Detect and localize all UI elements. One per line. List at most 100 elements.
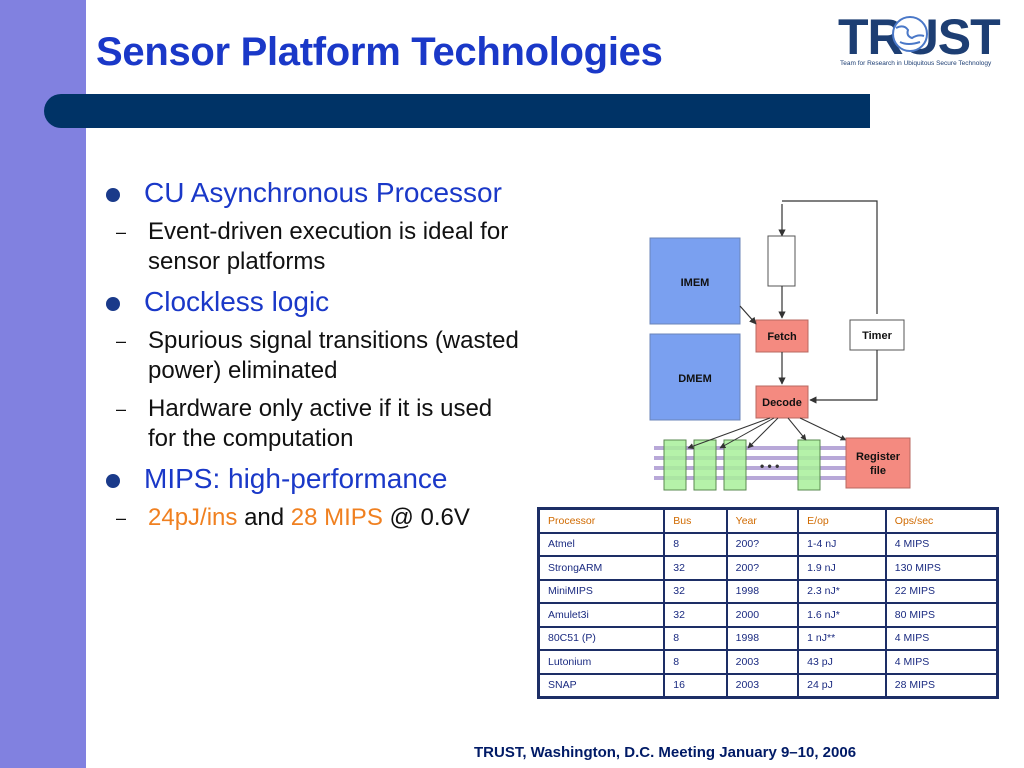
energy-value: 24pJ/ins xyxy=(148,504,238,531)
imem-block xyxy=(649,237,741,325)
table-row: SNAP 16 2003 24 pJ 28 MIPS xyxy=(537,672,999,699)
mips-value: 28 MIPS xyxy=(290,504,383,531)
table-cell: 8 xyxy=(663,625,728,651)
timer-decode-arrow xyxy=(809,350,878,404)
bullet-item: CU Asynchronous Processor xyxy=(104,176,524,209)
dash-marker: – xyxy=(116,331,127,351)
bus-line xyxy=(654,466,874,470)
table-cell: SNAP xyxy=(537,672,666,699)
timer-loop-line xyxy=(782,200,878,314)
table-cell: 2003 xyxy=(725,649,800,675)
dash-marker: – xyxy=(116,399,127,419)
table-cell: 200? xyxy=(725,555,800,581)
slide-title: Sensor Platform Technologies xyxy=(96,30,663,74)
column-header: Ops/sec xyxy=(884,507,999,534)
table-cell: 32 xyxy=(663,555,728,581)
bullet-item: MIPS: high-performance xyxy=(104,462,524,495)
voltage-text: @ 0.6V xyxy=(389,504,470,531)
left-stripe xyxy=(0,0,86,768)
table-cell: 4 MIPS xyxy=(884,531,999,557)
and-text: and xyxy=(244,504,285,531)
table-cell: Amulet3i xyxy=(537,602,666,628)
bullet-dot xyxy=(106,474,120,488)
column-header: Bus xyxy=(663,507,728,534)
table-row: Amulet3i 32 2000 1.6 nJ* 80 MIPS xyxy=(537,602,999,628)
table-cell: 1998 xyxy=(725,625,800,651)
decode-out-arrow xyxy=(719,417,775,449)
table-cell: 1-4 nJ xyxy=(797,531,887,557)
table-row: Lutonium 8 2003 43 pJ 4 MIPS xyxy=(537,649,999,675)
table-cell: 4 MIPS xyxy=(884,625,999,651)
table-cell: 16 xyxy=(663,672,728,699)
table-cell: Lutonium xyxy=(537,649,666,675)
unit-queue xyxy=(693,439,717,491)
table-cell: 2.3 nJ* xyxy=(797,578,887,604)
unit-queue xyxy=(797,439,821,491)
title-bar xyxy=(44,94,870,128)
column-header: Processor xyxy=(537,507,666,534)
table-cell: 1 nJ** xyxy=(797,625,887,651)
decode-out-arrow xyxy=(799,417,847,441)
table-cell: 8 xyxy=(663,531,728,557)
timer-block xyxy=(849,319,905,351)
processor-diagram: IMEM DMEM Fetch Timer Decode • • • Regis… xyxy=(649,200,911,491)
bullet-dot xyxy=(106,297,120,311)
table-cell: 80 MIPS xyxy=(884,602,999,628)
bus-line xyxy=(654,476,874,480)
table-cell: 8 xyxy=(663,649,728,675)
table-row: Atmel 8 200? 1-4 nJ 4 MIPS xyxy=(537,531,999,557)
table-cell: StrongARM xyxy=(537,555,666,581)
sub-bullet-item: – Spurious signal transitions (wasted po… xyxy=(64,326,524,386)
bullet-dot xyxy=(106,188,120,202)
fetch-label: Fetch xyxy=(767,331,797,343)
sub-bullet-text: Spurious signal transitions (wasted powe… xyxy=(148,327,519,384)
table-row: MiniMIPS 32 1998 2.3 nJ* 22 MIPS xyxy=(537,578,999,604)
instruction-buffer xyxy=(767,235,796,287)
bus-line xyxy=(654,456,874,460)
logo-tagline: Team for Research in Ubiquitous Secure T… xyxy=(840,60,992,67)
sub-bullet-item: – 24pJ/ins and 28 MIPS @ 0.6V xyxy=(64,503,524,533)
table-cell: 28 MIPS xyxy=(884,672,999,699)
bullet-text: MIPS: high-performance xyxy=(144,463,448,494)
bullet-text: CU Asynchronous Processor xyxy=(144,177,502,208)
bullet-item: Clockless logic xyxy=(104,285,524,318)
table-row: StrongARM 32 200? 1.9 nJ 130 MIPS xyxy=(537,555,999,581)
column-header: Year xyxy=(725,507,800,534)
bus-line xyxy=(654,446,874,450)
decode-block xyxy=(755,385,809,419)
ellipsis: • • • xyxy=(760,459,779,473)
bullet-text: Clockless logic xyxy=(144,286,330,317)
table-cell: 32 xyxy=(663,578,728,604)
decode-label: Decode xyxy=(762,397,802,409)
table-cell: Atmel xyxy=(537,531,666,557)
register-file-label-2: file xyxy=(870,465,886,477)
dmem-block xyxy=(649,333,741,421)
unit-queue xyxy=(663,439,687,491)
globe-icon xyxy=(892,16,928,52)
imem-fetch-arrow xyxy=(739,305,757,325)
slide-footer: TRUST, Washington, D.C. Meeting January … xyxy=(474,744,857,761)
sub-bullet-text: Event-driven execution is ideal for sens… xyxy=(148,218,509,275)
sub-bullet-text: Hardware only active if it is used for t… xyxy=(148,395,493,452)
table-cell: 32 xyxy=(663,602,728,628)
decode-out-arrow xyxy=(747,417,779,449)
decode-out-arrow xyxy=(787,417,807,441)
table-cell: 24 pJ xyxy=(797,672,887,699)
table-cell: 43 pJ xyxy=(797,649,887,675)
bullet-list: CU Asynchronous Processor – Event-driven… xyxy=(104,176,524,541)
sub-bullet-item: – Hardware only active if it is used for… xyxy=(64,394,524,454)
table-cell: 1.6 nJ* xyxy=(797,602,887,628)
processor-table: Processor Bus Year E/op Ops/sec Atmel 8 … xyxy=(537,507,999,699)
table-cell: MiniMIPS xyxy=(537,578,666,604)
dmem-label: DMEM xyxy=(678,373,712,385)
table-cell: 22 MIPS xyxy=(884,578,999,604)
table-cell: 4 MIPS xyxy=(884,649,999,675)
timer-label: Timer xyxy=(862,330,892,342)
fetch-block xyxy=(755,319,809,353)
table-cell: 200? xyxy=(725,531,800,557)
sub-bullet-item: – Event-driven execution is ideal for se… xyxy=(64,217,524,277)
table-cell: 2003 xyxy=(725,672,800,699)
register-file-label-1: Register xyxy=(856,451,901,463)
dash-marker: – xyxy=(116,222,127,242)
column-header: E/op xyxy=(797,507,887,534)
